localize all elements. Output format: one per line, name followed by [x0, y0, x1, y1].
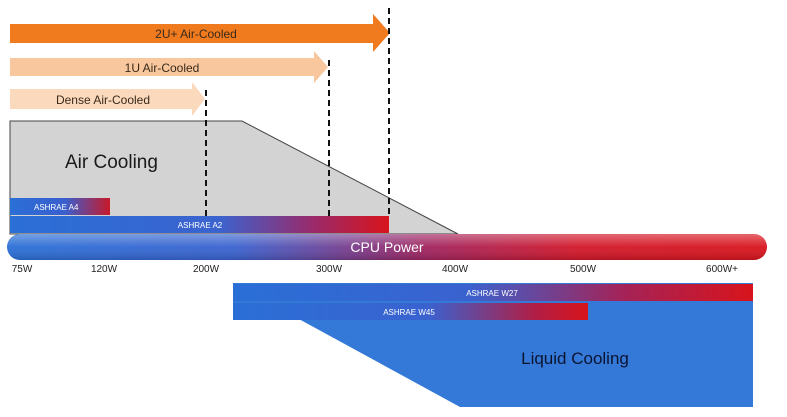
arrow-dense-air-cooled: Dense Air-Cooled: [10, 82, 205, 116]
tick-75w: 75W: [12, 264, 33, 275]
ashrae-w45-label: ASHRAE W45: [383, 308, 435, 317]
tick-400w: 400W: [442, 264, 469, 275]
arrow-1u-air-cooled: 1U Air-Cooled: [10, 51, 328, 83]
ashrae-w27-label: ASHRAE W27: [466, 289, 518, 298]
tick-120w: 120W: [91, 264, 118, 275]
ashrae-w27-bar: ASHRAE W27: [233, 284, 753, 301]
arrow-1u-label: 1U Air-Cooled: [125, 61, 200, 75]
liquid-cooling-label: Liquid Cooling: [521, 349, 629, 368]
tick-300w: 300W: [316, 264, 343, 275]
ashrae-a4-label: ASHRAE A4: [34, 203, 79, 212]
tick-600w: 600W+: [706, 264, 738, 275]
ashrae-a2-bar: ASHRAE A2: [10, 216, 389, 233]
ashrae-a2-label: ASHRAE A2: [178, 221, 223, 230]
ashrae-a4-bar: ASHRAE A4: [10, 198, 110, 215]
cpu-power-label: CPU Power: [350, 239, 423, 255]
arrow-2u-label: 2U+ Air-Cooled: [155, 27, 237, 41]
power-axis: 75W 120W 200W 300W 400W 500W 600W+: [12, 264, 738, 275]
liquid-cooling-region: Liquid Cooling: [233, 283, 753, 407]
tick-500w: 500W: [570, 264, 597, 275]
tick-200w: 200W: [193, 264, 220, 275]
ashrae-w45-bar: ASHRAE W45: [233, 303, 588, 320]
air-cooling-label: Air Cooling: [65, 152, 158, 173]
arrow-dense-label: Dense Air-Cooled: [56, 93, 150, 107]
arrow-2u-air-cooled: 2U+ Air-Cooled: [10, 14, 390, 52]
cpu-power-bar: CPU Power: [7, 234, 767, 260]
